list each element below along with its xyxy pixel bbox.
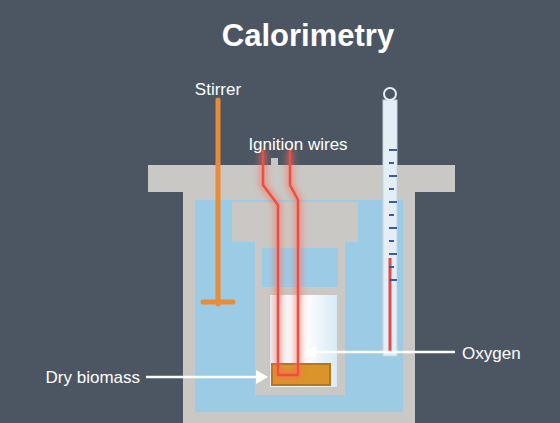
thermometer (383, 88, 397, 356)
part-label: Oxygen (462, 344, 521, 364)
lid-notch (271, 158, 278, 168)
part-label: Stirrer (195, 80, 241, 100)
leader-arrows (146, 345, 455, 384)
ignition-wires (263, 150, 298, 375)
stirrer (203, 100, 233, 304)
bomb-wall (262, 287, 345, 395)
part-label: Ignition wires (248, 135, 347, 155)
part-label: Dry biomass (46, 368, 140, 388)
diagram-title: Calorimetry (222, 18, 394, 54)
